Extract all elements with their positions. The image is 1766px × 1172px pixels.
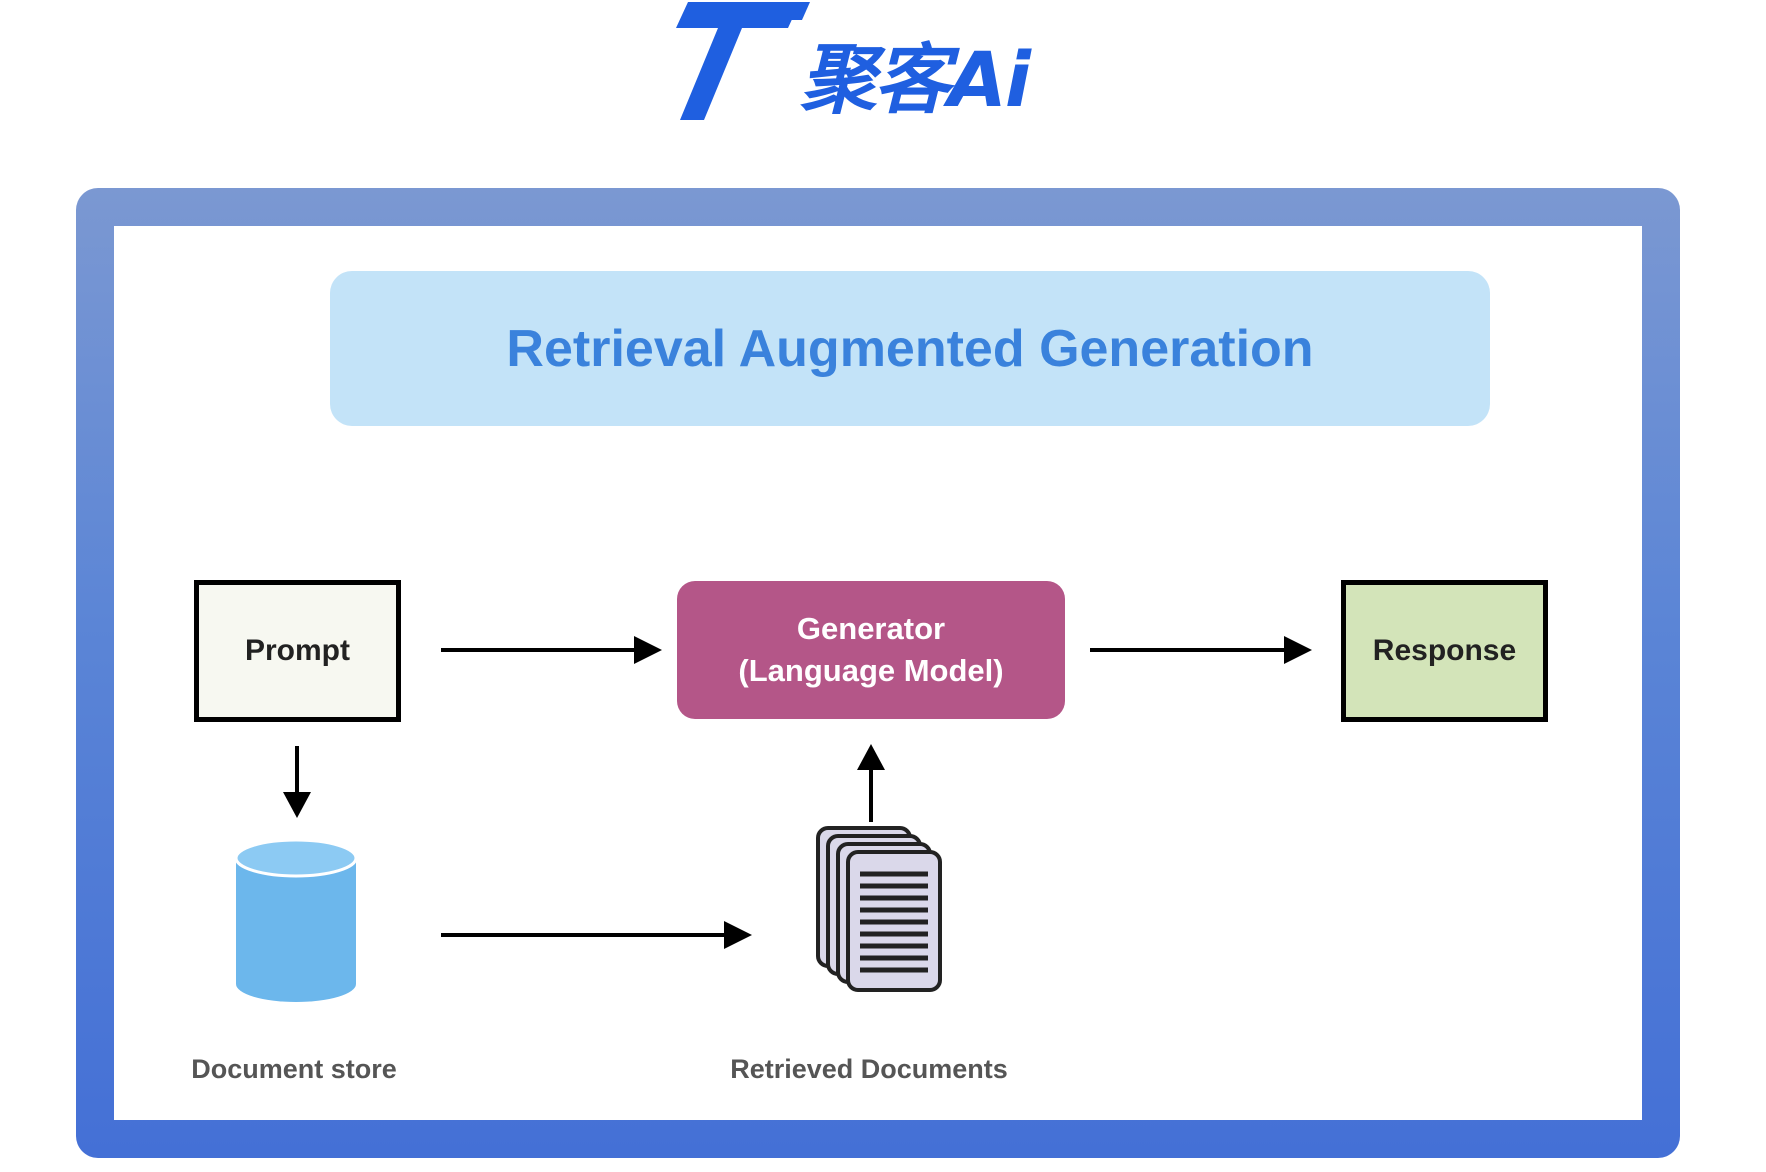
logo-text: 聚客Ai: [800, 35, 1031, 124]
brand-logo: 聚客Ai: [670, 0, 1090, 125]
arrow-store-to-documents-head: [724, 921, 752, 949]
response-node: Response: [1341, 580, 1548, 722]
arrow-prompt-to-generator-head: [634, 636, 662, 664]
prompt-node: Prompt: [194, 580, 401, 722]
diagram-panel: Retrieval Augmented Generation: [114, 226, 1642, 1120]
generator-label: Generator: [796, 611, 946, 646]
diagram-arrows: [283, 636, 1312, 949]
generator-node: Generator (Language Model): [677, 581, 1065, 719]
generator-sublabel: (Language Model): [738, 653, 1004, 688]
prompt-label: Prompt: [245, 634, 350, 667]
arrow-documents-to-generator-head: [857, 744, 885, 770]
logo-mark-icon: [676, 2, 810, 120]
document-store-label: Document store: [191, 1054, 397, 1084]
document-stack-icon: [816, 826, 942, 992]
diagram-title: Retrieval Augmented Generation: [330, 271, 1490, 426]
response-label: Response: [1372, 634, 1517, 667]
arrow-prompt-to-store-head: [283, 792, 311, 818]
retrieved-documents-label: Retrieved Documents: [730, 1054, 1008, 1084]
database-icon: [234, 838, 358, 1002]
diagram-frame: Retrieval Augmented Generation: [76, 188, 1680, 1158]
arrow-generator-to-response-head: [1284, 636, 1312, 664]
